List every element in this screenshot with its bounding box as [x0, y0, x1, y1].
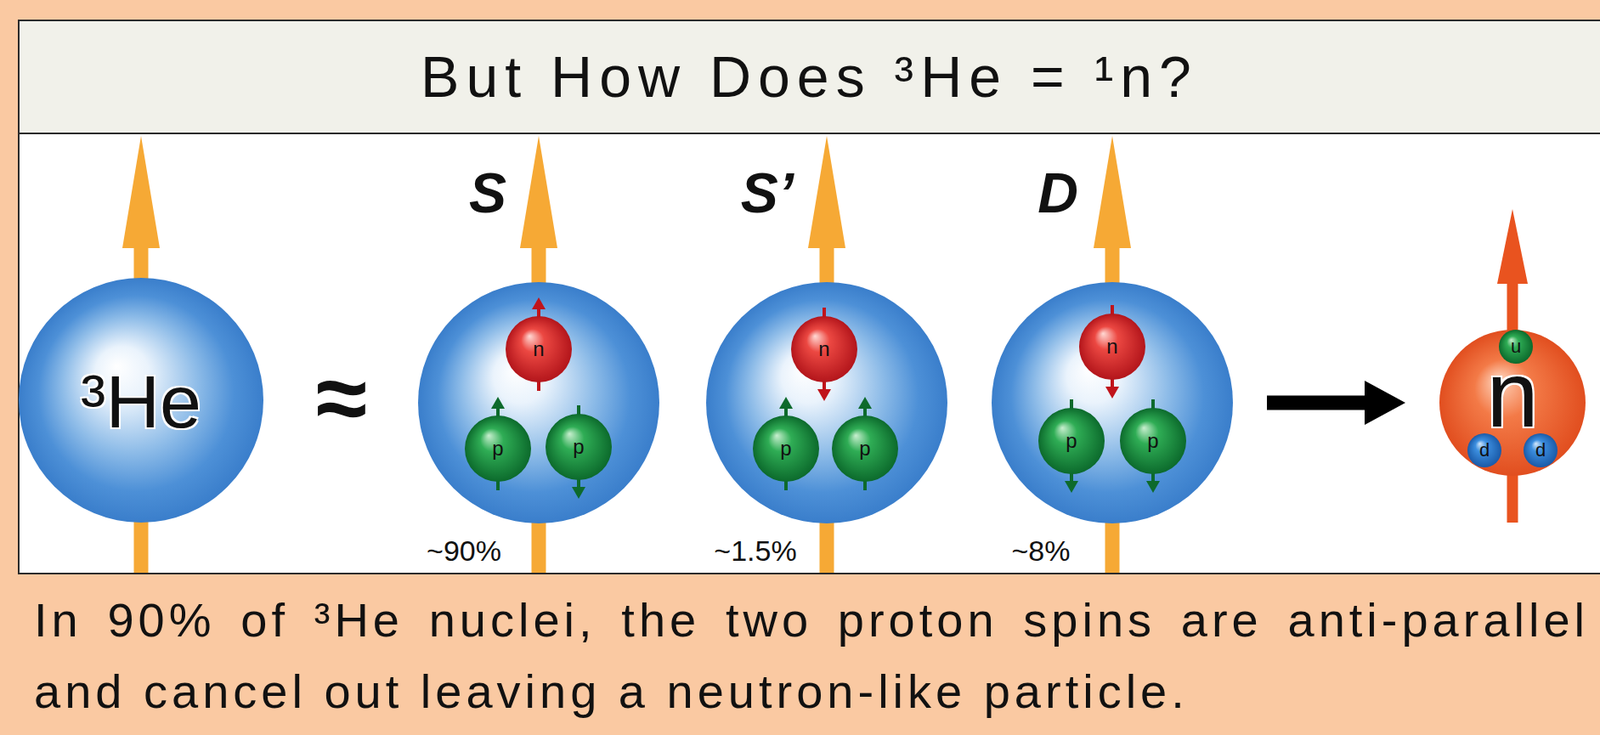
- sphere-shape: [706, 282, 948, 524]
- transform-arrow: [1266, 395, 1365, 411]
- proton: p: [545, 413, 612, 481]
- title-band: [18, 20, 1600, 134]
- text-holder: p: [572, 435, 584, 459]
- up-quark: u: [1498, 329, 1533, 364]
- neutron: n: [791, 316, 858, 383]
- spin-arrow-head: [858, 396, 872, 409]
- text-holder: S’: [740, 162, 794, 226]
- proton: p: [752, 415, 820, 482]
- state-label: D: [1037, 161, 1079, 225]
- figure-panel: [18, 133, 1600, 574]
- text-holder: d: [1479, 440, 1490, 462]
- nucleus-label: ³He: [80, 359, 202, 444]
- particle-label: p: [1065, 429, 1077, 453]
- down-quark: d: [1523, 433, 1558, 468]
- spin-arrow-head: [520, 135, 558, 249]
- spin-arrow-head: [817, 389, 832, 402]
- text-holder: ³He: [80, 360, 202, 445]
- spin-state-sphere: D~8%npp: [991, 282, 1233, 524]
- text-holder: n: [818, 338, 830, 362]
- state-label: S’: [740, 161, 794, 225]
- particle-label: p: [780, 436, 792, 460]
- particle-label: p: [1147, 429, 1159, 453]
- text-holder: p: [491, 437, 504, 461]
- probability-label: ~8%: [1012, 534, 1071, 567]
- sphere-shape: [1038, 407, 1105, 475]
- particle-label: n: [818, 337, 830, 361]
- spin-arrow-head: [1064, 480, 1079, 493]
- particle-label: n: [532, 337, 544, 361]
- quark-label: d: [1535, 439, 1546, 461]
- spin-arrow-head: [122, 135, 160, 249]
- helium3-nucleus: ³He: [18, 277, 264, 523]
- neutron-particle: nudd: [1439, 329, 1586, 476]
- down-quark: d: [1467, 433, 1502, 468]
- text-holder: u: [1510, 336, 1521, 358]
- proton: p: [1038, 407, 1105, 475]
- text-holder: n: [1106, 335, 1118, 359]
- text-holder: ~90%: [426, 534, 502, 567]
- spin-arrow-head: [1497, 209, 1528, 284]
- sphere-shape: [831, 415, 899, 482]
- sphere-shape: [1523, 433, 1558, 468]
- spin-arrow-head: [808, 135, 846, 249]
- text-holder: d: [1535, 440, 1546, 462]
- spin-arrow-head: [531, 297, 546, 310]
- text-holder: ~8%: [1012, 534, 1071, 567]
- probability-label: ~1.5%: [713, 534, 797, 567]
- spin-arrow-head: [1105, 386, 1120, 399]
- spin-arrow-head: [571, 486, 586, 499]
- sphere-shape: [18, 277, 264, 523]
- neutron: n: [505, 316, 572, 383]
- quark-label: u: [1510, 335, 1521, 357]
- sphere-shape: [418, 282, 660, 524]
- spin-arrow-head: [1093, 135, 1131, 249]
- sphere-shape: [1467, 433, 1502, 468]
- sphere-shape: [464, 415, 532, 482]
- quark-label: d: [1479, 439, 1490, 461]
- text-holder: p: [1147, 429, 1159, 453]
- spin-arrow-head: [1146, 480, 1160, 493]
- text-holder: D: [1037, 162, 1079, 226]
- particle-label: p: [859, 436, 871, 460]
- proton: p: [464, 415, 532, 482]
- text-holder: n: [532, 338, 544, 362]
- spin-arrow-head: [491, 396, 505, 409]
- caption-text: In 90% of ³He nuclei, the two proton spi…: [33, 584, 1589, 728]
- proton: p: [1119, 407, 1187, 475]
- neutron: n: [1079, 313, 1146, 380]
- particle-label: p: [491, 436, 504, 460]
- text-holder: S: [469, 162, 507, 226]
- title-text: But How Does ³He = ¹n?: [420, 44, 1199, 109]
- sphere-shape: [791, 316, 858, 383]
- sphere-shape: [545, 413, 612, 481]
- sphere-shape: [1079, 313, 1146, 380]
- particle-label: n: [1106, 334, 1118, 358]
- sphere-shape: [752, 415, 820, 482]
- sphere-shape: [1498, 329, 1533, 364]
- spin-state-sphere: S~90%npp: [418, 282, 660, 524]
- nuclear-spin-arrows: [122, 135, 1131, 573]
- sphere-shape: [1119, 407, 1187, 475]
- text-holder: p: [780, 437, 792, 461]
- particle-label: p: [572, 435, 584, 458]
- spin-state-sphere: S’~1.5%npp: [706, 282, 948, 524]
- state-label: S: [469, 161, 507, 225]
- approx-symbol: ≈: [316, 344, 368, 450]
- proton: p: [831, 415, 899, 482]
- sphere-shape: [991, 282, 1233, 524]
- probability-label: ~90%: [426, 534, 502, 567]
- title-holder: But How Does ³He = ¹n?: [18, 20, 1600, 134]
- text-holder: p: [1065, 429, 1077, 453]
- text-holder: p: [859, 437, 871, 461]
- caption-holder: In 90% of ³He nuclei, the two proton spi…: [33, 584, 1589, 728]
- sphere-shape: [1439, 329, 1586, 476]
- text-holder: ~1.5%: [713, 534, 797, 567]
- label-holder: ≈: [316, 344, 368, 450]
- spin-arrow-head: [779, 396, 793, 409]
- sphere-shape: [505, 316, 572, 383]
